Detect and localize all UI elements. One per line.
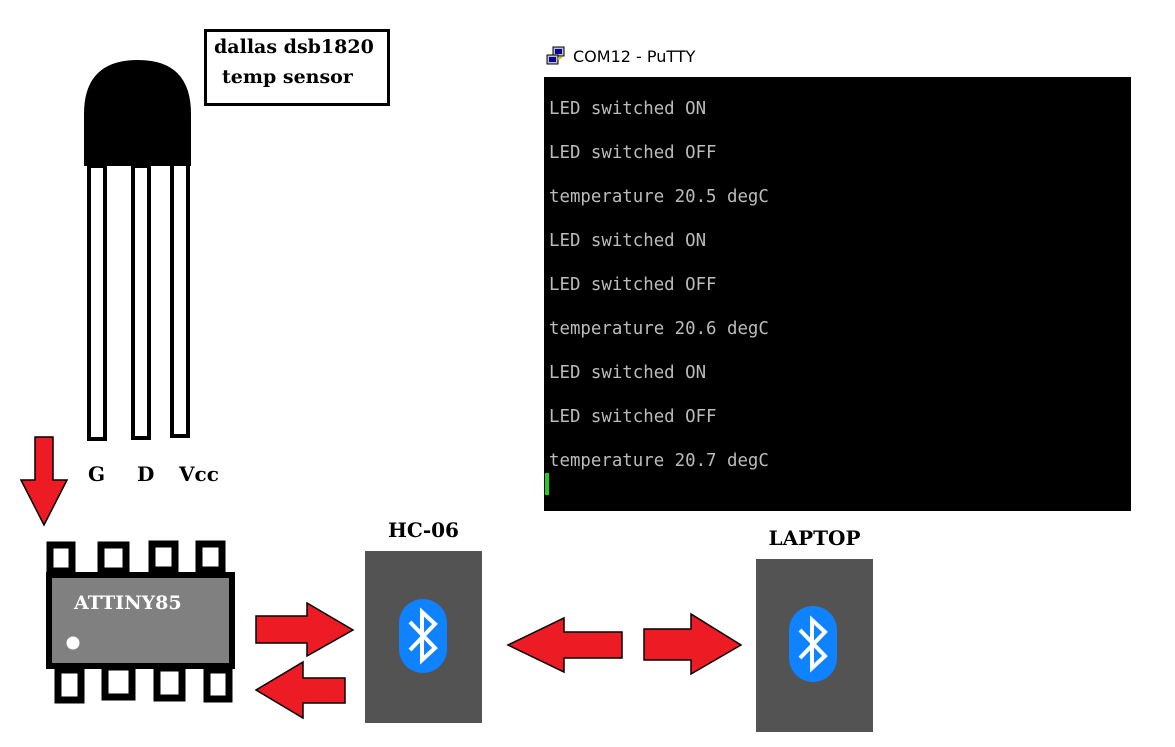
down-arrow-icon [20, 436, 69, 527]
sensor-pin-vcc [170, 162, 190, 438]
putty-terminal[interactable]: LED switched ON LED switched OFF tempera… [544, 77, 1131, 511]
sensor-label-line1: dallas dsb1820 [214, 36, 374, 58]
pin-label-vcc: Vcc [179, 462, 219, 486]
terminal-line: LED switched OFF [549, 275, 717, 295]
laptop-label: LAPTOP [768, 526, 861, 550]
terminal-line: LED switched ON [549, 231, 707, 251]
terminal-line: LED switched OFF [549, 407, 717, 427]
bluetooth-icon [789, 606, 837, 682]
terminal-line: temperature 20.7 degC [549, 451, 769, 471]
sensor-label-line2: temp sensor [222, 66, 353, 88]
putty-app-icon [546, 46, 565, 65]
sensor-body [84, 60, 191, 166]
chip-label: ATTINY85 [74, 592, 182, 614]
temp-sensor [84, 60, 191, 441]
pin1-dot [66, 636, 80, 650]
terminal-line: LED switched ON [549, 363, 707, 383]
putty-window-title: COM12 - PuTTY [573, 46, 696, 66]
arrow-left-icon [506, 616, 623, 674]
sensor-pin-g [87, 164, 107, 441]
pin-label-d: D [137, 462, 155, 486]
arrow-left-icon [254, 660, 346, 720]
bluetooth-icon [399, 599, 447, 673]
terminal-line: LED switched OFF [549, 143, 717, 163]
terminal-cursor [545, 473, 549, 495]
terminal-line: temperature 20.6 degC [549, 319, 769, 339]
pin-label-g: G [88, 462, 106, 486]
terminal-line: temperature 20.5 degC [549, 187, 769, 207]
hc06-label: HC-06 [388, 518, 459, 542]
laptop-module [756, 559, 873, 732]
sensor-pin-d [131, 164, 151, 440]
attiny85-chip [46, 540, 235, 704]
terminal-line: LED switched ON [549, 99, 707, 119]
arrow-right-icon [255, 602, 355, 658]
hc06-module [365, 551, 482, 723]
sensor-label-box: dallas dsb1820 temp sensor [204, 29, 390, 106]
putty-titlebar: COM12 - PuTTY [546, 44, 695, 68]
arrow-right-icon [643, 612, 743, 676]
